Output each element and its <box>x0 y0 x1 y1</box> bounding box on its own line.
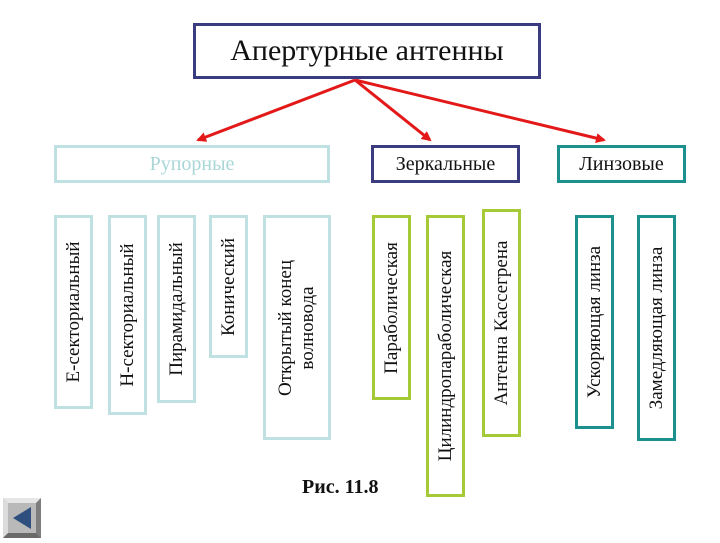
item-cylindrical-label: Цилиндропараболическая <box>434 250 456 462</box>
root-node: Апертурные антенны <box>193 23 541 79</box>
item-cassegrain-label: Антенна Кассегрена <box>490 240 512 406</box>
category-mirror: Зеркальные <box>371 145 520 183</box>
item-accelerating: Ускоряющая линза <box>575 215 614 429</box>
category-mirror-label: Зеркальные <box>395 152 496 175</box>
item-cylindrical: Цилиндропараболическая <box>426 215 465 497</box>
item-open-waveguide: Открытый конец волновода <box>263 215 331 440</box>
item-parabolic: Параболическая <box>372 215 411 400</box>
item-parabolic-label: Параболическая <box>380 241 402 374</box>
item-conical: Конический <box>209 215 248 358</box>
category-horn-label: Рупорные <box>149 152 235 175</box>
category-lens-label: Линзовые <box>579 152 664 175</box>
item-pyramidal-label: Пирамидальный <box>165 242 187 376</box>
category-horn: Рупорные <box>54 145 330 183</box>
item-decelerating: Замедляющая линза <box>637 215 676 441</box>
back-arrow-icon <box>3 498 41 538</box>
item-pyramidal: Пирамидальный <box>157 215 196 403</box>
root-title: Апертурные антенны <box>230 34 504 67</box>
item-conical-label: Конический <box>217 237 239 336</box>
item-decelerating-label: Замедляющая линза <box>645 246 667 410</box>
item-h-sectoral: Н-секториальный <box>108 215 147 415</box>
arrow-to-lens <box>354 78 606 143</box>
arrow-to-horn <box>196 78 356 142</box>
item-e-sectoral-label: Е-секториальный <box>62 241 84 383</box>
back-button[interactable] <box>3 498 41 538</box>
arrow-to-mirror <box>354 78 432 142</box>
item-h-sectoral-label: Н-секториальный <box>116 243 138 387</box>
item-cassegrain: Антенна Кассегрена <box>482 209 521 437</box>
item-open-waveguide-label: Открытый конец волновода <box>275 259 318 396</box>
item-accelerating-label: Ускоряющая линза <box>583 245 605 399</box>
figure-caption: Рис. 11.8 <box>302 476 379 498</box>
category-lens: Линзовые <box>557 145 686 183</box>
item-e-sectoral: Е-секториальный <box>54 215 93 409</box>
